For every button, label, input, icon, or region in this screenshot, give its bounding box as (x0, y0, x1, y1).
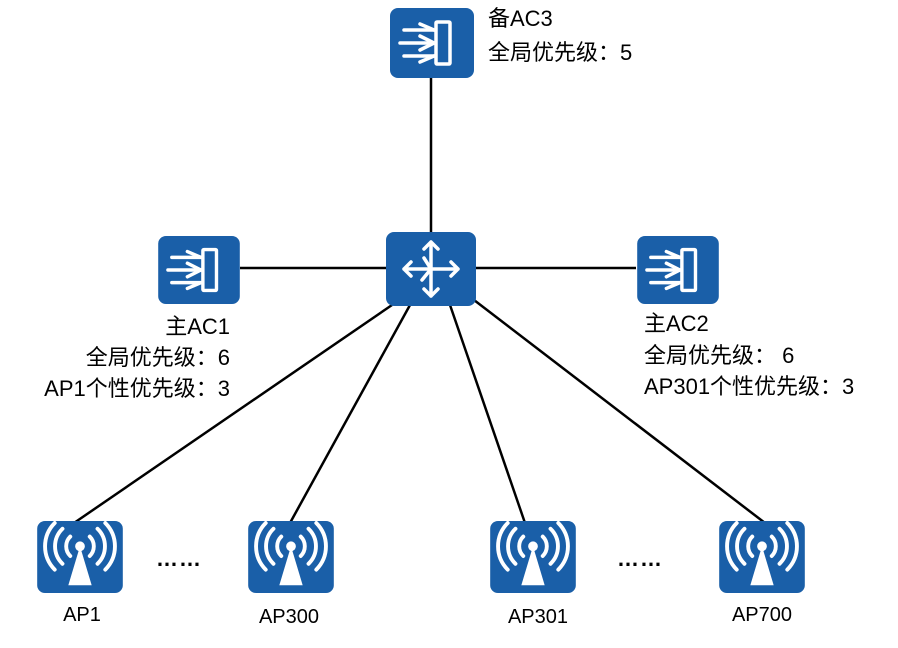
ap700-device-icon[interactable] (718, 521, 806, 593)
ap300-device-icon[interactable] (247, 521, 335, 593)
ap1-label: AP1 (63, 604, 101, 626)
ellipsis-left: …… (156, 546, 202, 571)
switch-device-icon[interactable] (386, 232, 476, 306)
ap700-label: AP700 (731, 604, 793, 626)
ac2-name: 主AC2 (644, 311, 709, 336)
ac3-device-icon[interactable] (390, 8, 474, 78)
ac3-name: 备AC3 (488, 6, 553, 31)
ellipsis-right: …… (617, 546, 663, 571)
ac3-global-priority: 全局优先级：5 (488, 40, 633, 65)
ac2-global-priority: 全局优先级： 6 (644, 343, 795, 368)
ac1-device-icon[interactable] (157, 236, 241, 304)
link-switch-ap700 (473, 299, 766, 524)
ac1-name: 主AC1 (165, 314, 230, 339)
ap301-device-icon[interactable] (489, 521, 577, 593)
ac2-device-icon[interactable] (636, 236, 720, 304)
ac2-ap-priority: AP301个性优先级：3 (644, 374, 855, 399)
ac1-global-priority: 全局优先级：6 (85, 345, 230, 370)
ap301-label: AP301 (507, 606, 569, 628)
ac1-ap-priority: AP1个性优先级：3 (44, 376, 230, 401)
links (73, 78, 766, 525)
ap1-device-icon[interactable] (36, 521, 124, 593)
ap300-label: AP300 (258, 606, 320, 628)
link-switch-ap300 (288, 304, 412, 524)
link-switch-ap1 (73, 303, 393, 525)
link-switch-ap301 (448, 304, 527, 524)
